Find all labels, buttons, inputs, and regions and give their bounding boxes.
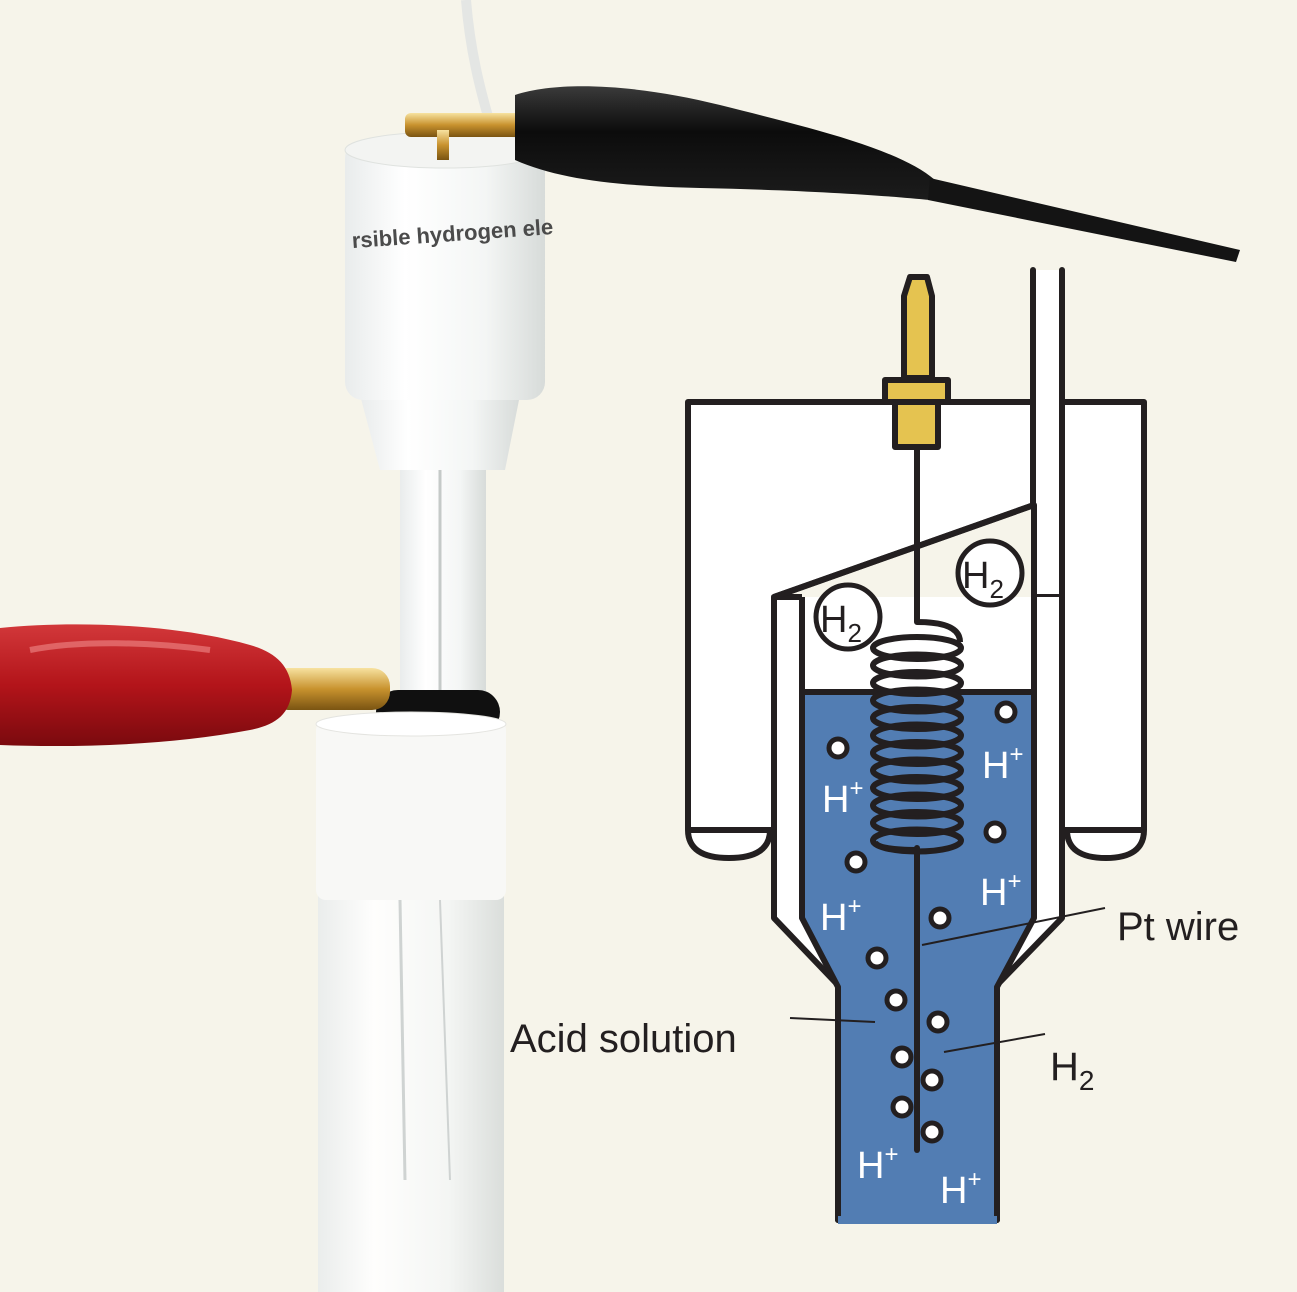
red-clip-pin: [270, 668, 390, 710]
coil-turn: [870, 669, 964, 697]
coil-turn: [870, 756, 964, 785]
connector-pin: [882, 274, 951, 450]
pt-wire-leader: [921, 907, 1106, 946]
gas-h2-circle: H2: [955, 538, 1025, 608]
electrode-schematic: H2 H2 H+ H+ H+ H+ H+ H+: [685, 267, 1147, 1224]
h2-bubble: [826, 736, 850, 760]
h2-bubble: [994, 700, 1018, 724]
h-plus-ion-label: H+: [857, 1141, 898, 1187]
pt-wire: [914, 447, 963, 643]
pt-wire-label: Pt wire: [1117, 905, 1239, 949]
lower-glass-tube: [318, 890, 504, 1292]
h2-bubble: [890, 1095, 914, 1119]
h-plus-ion-label: H+: [940, 1166, 981, 1212]
acid-leader: [789, 1017, 876, 1023]
h2-label: H2: [1050, 1045, 1094, 1096]
h2-bubble: [844, 850, 868, 874]
hydrogen-bubbles: [826, 700, 1018, 1144]
svg-text:H2: H2: [962, 555, 1004, 604]
h2-bubble: [920, 1120, 944, 1144]
pt-coil: [870, 634, 964, 855]
h-plus-ion-label: H+: [820, 893, 861, 939]
glass-stem: [400, 470, 486, 710]
hydrogen-ions: H+ H+ H+ H+ H+ H+: [820, 741, 1023, 1212]
h2-bubble: [920, 1068, 944, 1092]
h2-bubble: [928, 906, 952, 930]
coil-turn: [870, 791, 964, 820]
h2-leader: [943, 1033, 1046, 1053]
coil-turn: [870, 739, 964, 767]
h2-bubble: [926, 1010, 950, 1034]
svg-text:H2: H2: [820, 599, 862, 648]
h2-bubble: [983, 820, 1007, 844]
ptfe-collar: [316, 720, 506, 900]
black-clip-pin: [405, 113, 525, 137]
acid-solution-label: Acid solution: [510, 1017, 737, 1061]
cap-cylinder: [345, 140, 545, 400]
coil-turn: [870, 774, 964, 802]
h-plus-ion-label: H+: [982, 741, 1023, 787]
coil-turn: [870, 651, 964, 680]
coil-turn: [870, 704, 964, 732]
coil-turn: [870, 721, 964, 750]
coil-turn: [870, 686, 964, 715]
coil-turn: [870, 809, 964, 837]
h2-bubble: [865, 946, 889, 970]
coil-turn: [870, 634, 964, 662]
gas-tubing: [461, 0, 497, 132]
coil-tail: [872, 840, 918, 853]
electrode-photo: rsible hydrogen ele: [0, 0, 1240, 1292]
h2-bubble: [884, 988, 908, 1012]
black-cable: [928, 178, 1240, 262]
h-plus-ion-label: H+: [980, 868, 1021, 914]
h-plus-ion-label: H+: [822, 775, 863, 821]
gas-h2-circle: H2: [813, 582, 883, 652]
glass-neck: [360, 395, 520, 470]
h2-bubble: [890, 1045, 914, 1069]
black-crocodile-clip: [515, 86, 935, 200]
red-crocodile-clip: [0, 624, 292, 747]
